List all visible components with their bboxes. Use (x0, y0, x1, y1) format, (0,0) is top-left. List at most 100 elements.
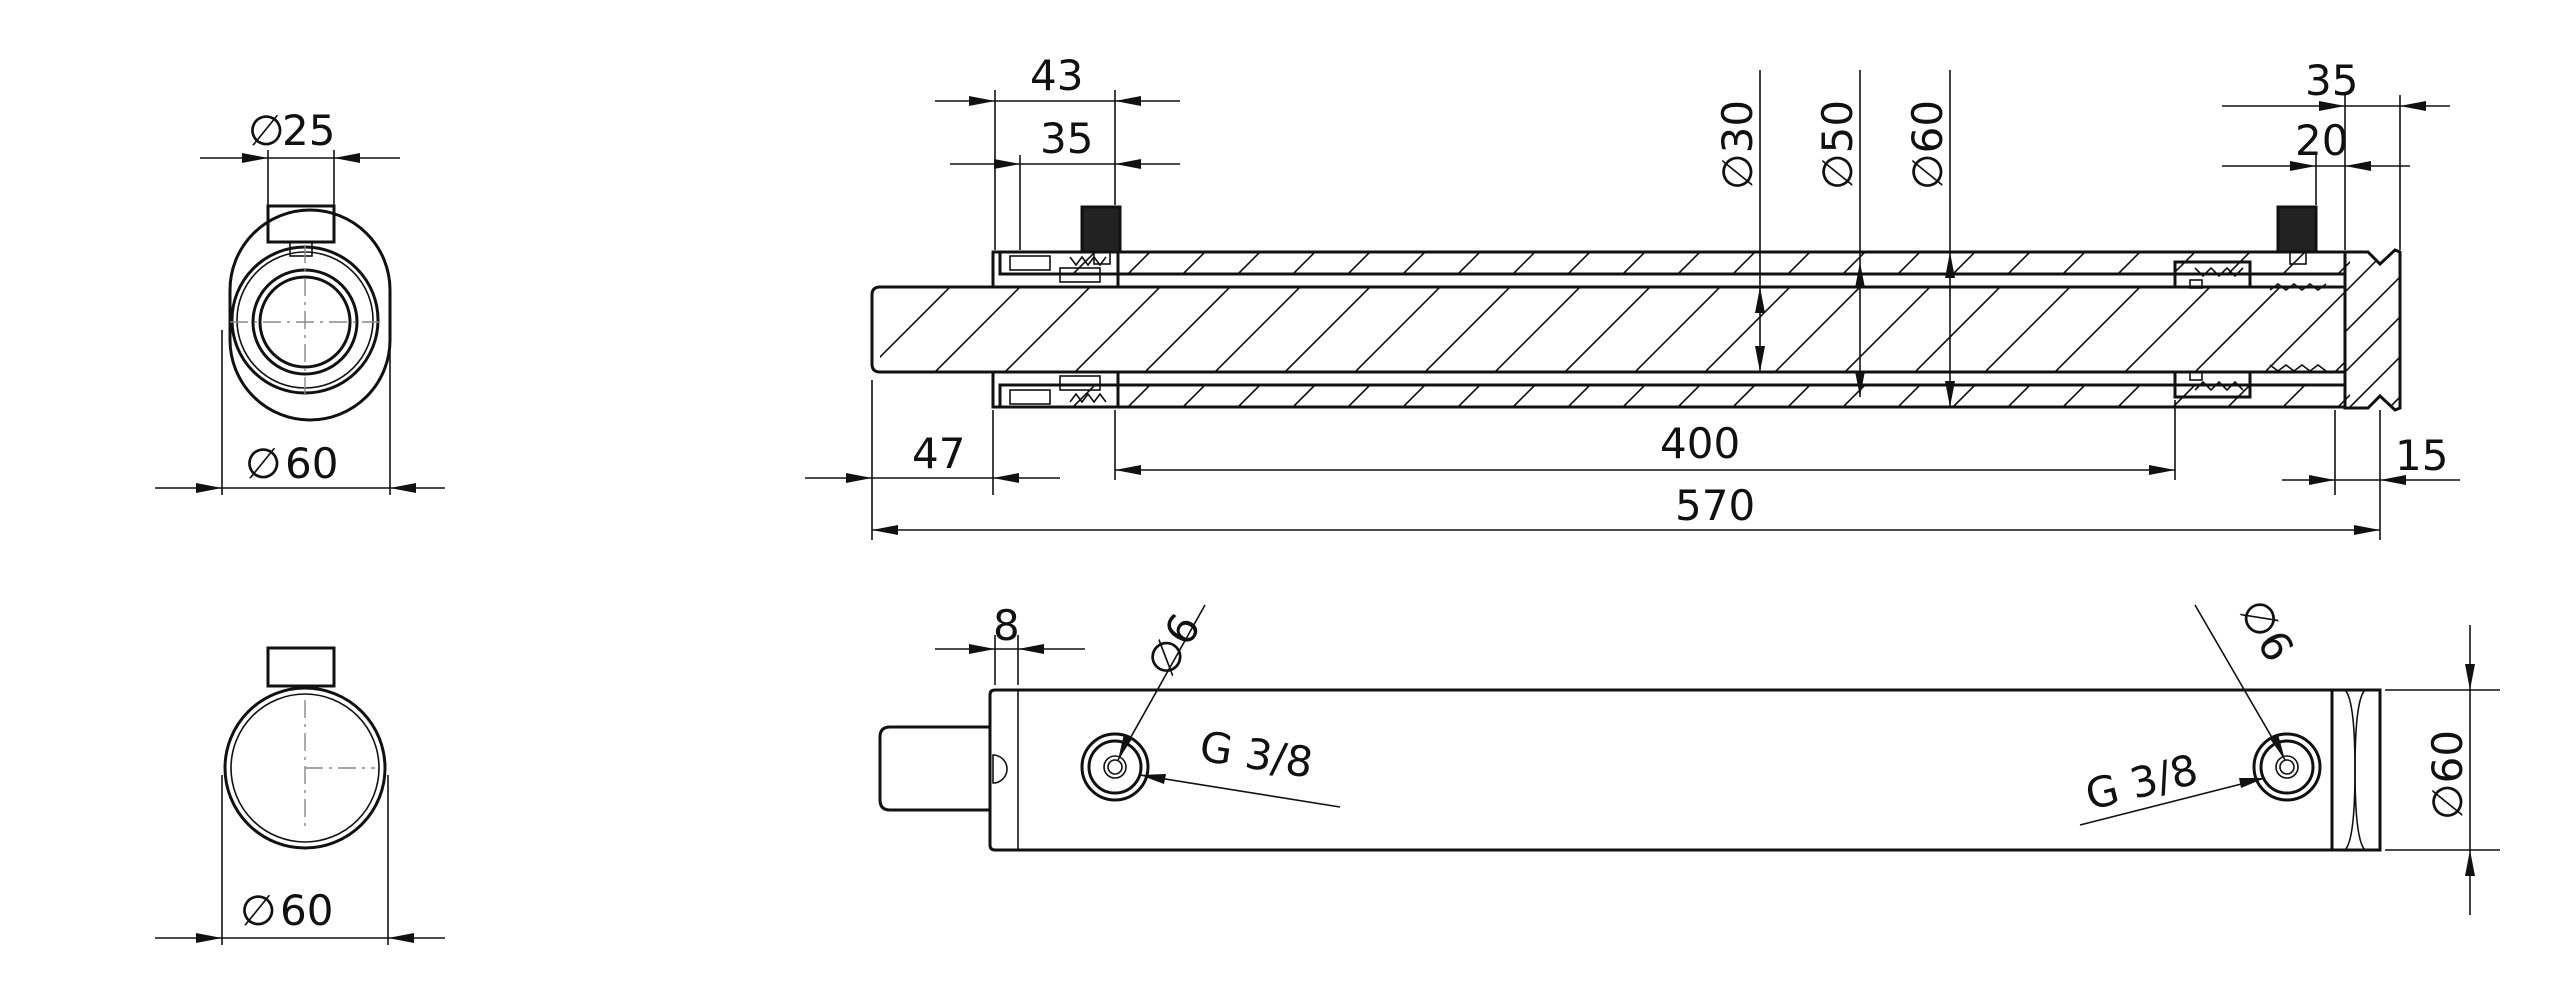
dim-35-right: 35 (2222, 56, 2450, 250)
rod-hatch-line (1214, 287, 1301, 372)
wall-hatch-line (2062, 252, 2086, 274)
wall-hatch-line (1237, 385, 1261, 407)
wall-hatch-line (1347, 252, 1371, 274)
rod-hatch-line (880, 287, 881, 289)
cap-hatch-line (2345, 251, 2400, 409)
rod-hatching (880, 287, 2345, 372)
rod-hatch-line (1354, 287, 1441, 372)
rod-hatch-line (2054, 287, 2141, 372)
rod-hatch-line (1074, 287, 1161, 372)
rod-hatch-line (1424, 287, 1511, 372)
wall-hatch-line (2337, 393, 2350, 407)
cap-hatch-line (2388, 251, 2400, 409)
wall-hatch-line (1787, 252, 1811, 274)
wall-hatch-line (1732, 252, 1756, 274)
wall-hatch-line (1842, 385, 1866, 407)
dim-570: 570 (872, 410, 2381, 540)
wall-hatch-line (1842, 252, 1866, 274)
dim-dia-25-label: 25 (282, 106, 335, 155)
wall-hatch-line (1567, 252, 1591, 274)
rod-hatch-line (1284, 287, 1371, 372)
wall-hatch-line (1072, 252, 1096, 274)
wall-hatch-line (1622, 252, 1646, 274)
dim-dia-50-label: ∅50 (1813, 100, 1862, 190)
wall-hatch-line (2117, 385, 2141, 407)
gland (991, 250, 1120, 409)
dim-400-label: 400 (1660, 419, 1740, 468)
wall-hatch-line (1182, 252, 1206, 274)
wall-hatch-line (2117, 252, 2141, 274)
dim-43: 43 (935, 51, 1180, 250)
cap-hatch-line (2345, 251, 2386, 409)
end-view-top: ∅ 25 ∅ 60 (155, 106, 445, 495)
wall-hatch-line (1457, 385, 1481, 407)
dim-35-left: 35 (950, 114, 1180, 250)
cap-hatch-line (2509, 252, 2560, 408)
rod-hatch-line (934, 287, 1021, 372)
wall-hatch-line (1182, 385, 1206, 407)
dim-dia-25: ∅ 25 (200, 106, 400, 205)
dim-570-label: 570 (1675, 481, 1755, 530)
wall-hatch-line (2062, 385, 2086, 407)
dim-port-thread-left-label: G 3/8 (1196, 721, 1316, 787)
dim-dia-60-side-value: 60 (2423, 730, 2472, 783)
wall-hatch-line (1292, 385, 1316, 407)
dim-port-thread-left: G 3/8 (1139, 721, 1341, 808)
wall-hatch-line (2282, 385, 2306, 407)
rod-hatch-line (1774, 287, 1861, 372)
rod-hatch-line (1144, 287, 1231, 372)
dim-15: 15 (2282, 410, 2460, 495)
dim-35-right-label: 35 (2305, 56, 2358, 105)
dim-15-label: 15 (2395, 431, 2448, 480)
dim-dia-30: ∅30 (1713, 70, 1765, 372)
rod-hatch-line (2194, 287, 2281, 372)
end-view-bottom-body (223, 646, 387, 850)
dia-symbol: ∅ (248, 106, 285, 155)
dia-symbol: ∅ (1903, 153, 1952, 190)
end-view-top-body (228, 204, 392, 422)
wall-hatch-line (1677, 252, 1701, 274)
dim-400: 400 (1114, 400, 2176, 480)
cap-hatch-line (2549, 252, 2560, 408)
wall-hatch-line (2282, 252, 2306, 274)
rod-hatch-line (2264, 290, 2345, 372)
wall-hatch-line (1952, 252, 1976, 274)
cap-hatch-line (2429, 252, 2560, 408)
rod-hatch-line (1704, 287, 1791, 372)
side-view-body (878, 688, 2382, 852)
dim-dia-30-value: 30 (1713, 100, 1762, 153)
dim-dia-50: ∅50 (1813, 70, 1865, 397)
dim-dia-60-value: 60 (1903, 100, 1952, 153)
dim-dia-60-top-label: 60 (285, 439, 338, 488)
dim-dia-30-label: ∅30 (1713, 100, 1762, 190)
rod-hatch-line (1564, 287, 1651, 372)
wall-hatch-line (1952, 385, 1976, 407)
dim-dia-60-label: ∅60 (1903, 100, 1952, 190)
wall-hatch-line (1402, 252, 1426, 274)
dim-43-label: 43 (1030, 51, 1083, 100)
dim-port-thread-right-label: G 3/8 (2081, 745, 2203, 820)
dia-symbol: ∅ (1713, 153, 1762, 190)
dim-port-dia-left: ∅6 (1117, 604, 1210, 761)
side-view: 8 ∅6 G 3/8 ∅6 G 3/8 (878, 591, 2500, 915)
dim-dia-50-value: 50 (1813, 100, 1862, 153)
wall-hatch-line (1402, 385, 1426, 407)
wall-hatch-line (2337, 260, 2350, 274)
dim-port-dia-right-label: ∅6 (2229, 591, 2303, 670)
cap-hatch-line (2469, 252, 2560, 408)
dim-port-dia-left-label: ∅6 (1136, 606, 1210, 685)
rod-hatch-line (1914, 287, 2001, 372)
section-view: 43 35 ∅30 ∅50 ∅60 (805, 51, 2560, 540)
end-cap (2343, 248, 2560, 412)
dim-dia-60-top: ∅ 60 (155, 330, 445, 495)
wall-hatch-line (1512, 385, 1536, 407)
rod-hatch-line (1634, 287, 1721, 372)
wall-hatch-line (1292, 252, 1316, 274)
dim-port-thread-right: G 3/8 (2079, 745, 2266, 826)
dim-8: 8 (935, 601, 1085, 685)
cap-hatch-line (2345, 251, 2400, 409)
wall-hatch-line (2007, 252, 2031, 274)
wall-hatch-line (1127, 385, 1151, 407)
wall-hatch-line (1567, 385, 1591, 407)
dim-35-left-label: 35 (1040, 114, 1093, 163)
